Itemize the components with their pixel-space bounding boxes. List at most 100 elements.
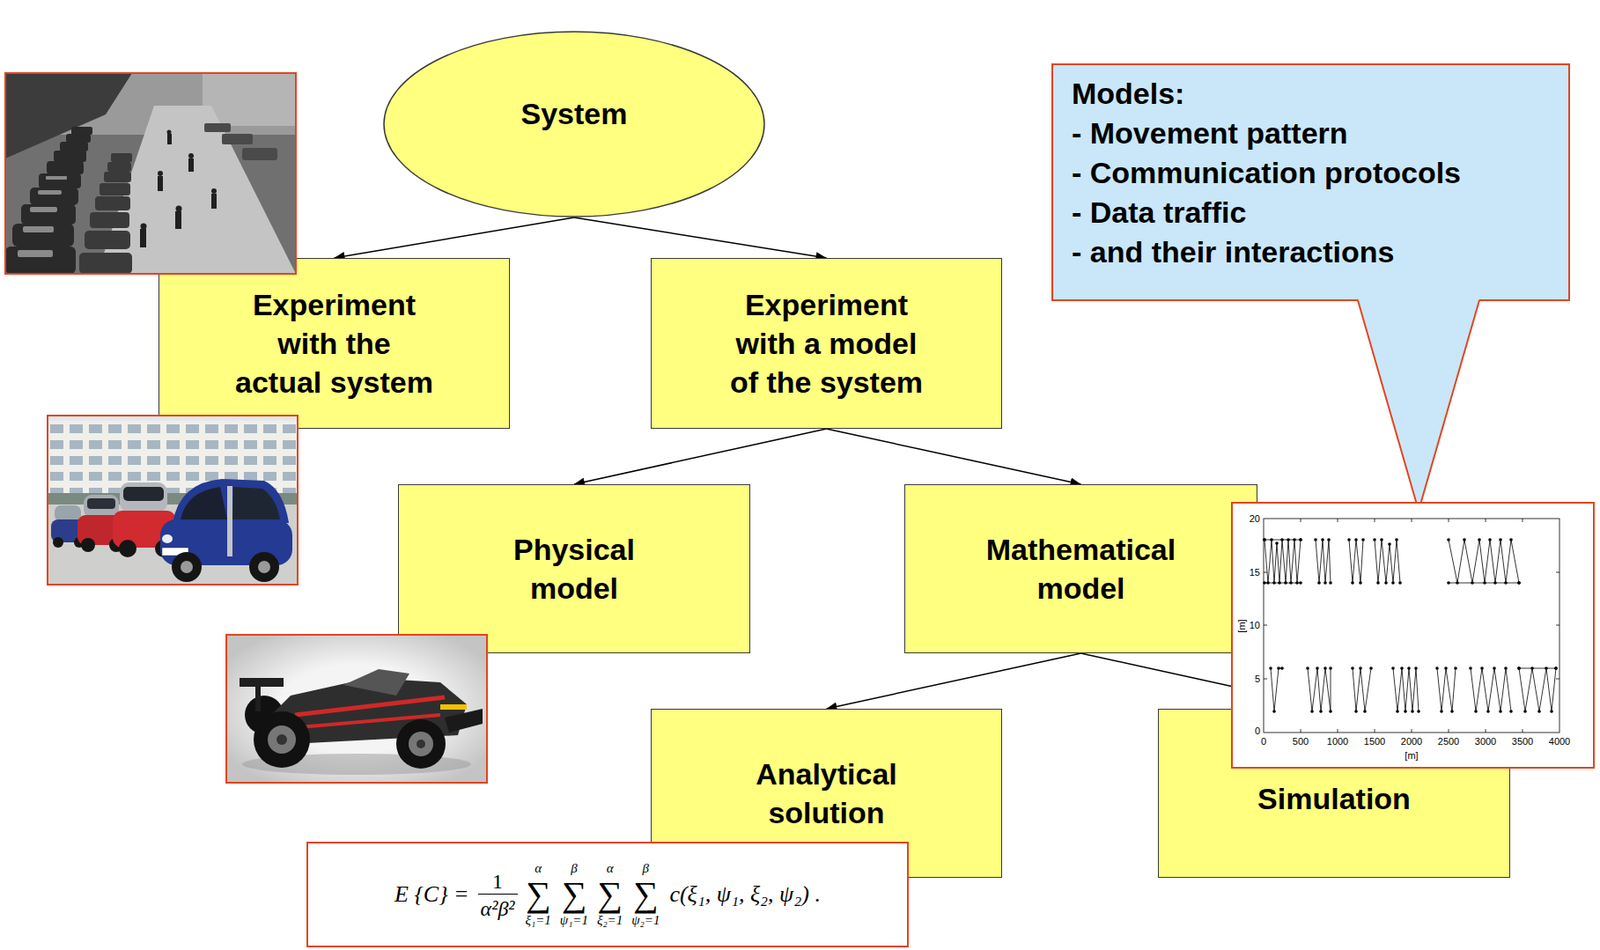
traffic-photo	[5, 73, 296, 135]
node-label: Mathematical model	[980, 530, 1183, 608]
axis-tick-label: 0	[1260, 736, 1267, 748]
connectivity-chart	[1263, 518, 1560, 733]
model-car-photo	[427, 692, 463, 728]
traffic-photo	[5, 73, 296, 274]
car-window	[37, 190, 62, 195]
car-window	[45, 176, 67, 180]
pedestrian	[140, 228, 147, 248]
parked-car	[29, 187, 79, 206]
axis-tick-label: 1500	[1364, 736, 1386, 748]
movement-trace	[1518, 668, 1556, 670]
smart-cars-photo	[47, 415, 298, 585]
axis-tick	[1263, 518, 1560, 733]
blue-car	[258, 560, 271, 574]
car-window	[22, 226, 54, 233]
formula-sum: α∑ξ₁=1	[525, 861, 552, 929]
distant-car	[204, 123, 231, 133]
blue-car	[52, 537, 64, 548]
blue-car	[162, 547, 189, 556]
node-label: Analytical solution	[725, 754, 929, 833]
parked-car	[38, 173, 82, 189]
red-car	[154, 539, 173, 558]
red-car	[109, 538, 124, 553]
blue-car	[51, 505, 87, 548]
process-box: Simulation	[1157, 708, 1511, 878]
parked-car	[79, 252, 133, 274]
model-car-photo	[244, 695, 284, 735]
model-car-photo	[294, 697, 445, 716]
parked-car	[59, 141, 89, 152]
process-box: Physical model	[398, 484, 751, 654]
movement-trace	[1518, 668, 1556, 712]
parked-car	[99, 183, 131, 196]
node-label: Experiment with a model of the system	[725, 285, 929, 402]
red-car	[77, 494, 126, 553]
pedestrian	[157, 170, 163, 177]
axis-tick-label: 1000	[1327, 736, 1349, 748]
smart-cars-photo	[47, 493, 298, 506]
axis-tick-label: 10	[1249, 619, 1261, 632]
distant-car	[204, 123, 278, 161]
parked-car	[5, 126, 93, 274]
model-car-photo	[255, 685, 261, 712]
car-window	[29, 206, 58, 213]
formula-part: c(ξ₁, ψ₁, ξ₂, ψ₂) .	[663, 881, 826, 908]
movement-trace	[1264, 539, 1301, 583]
connector-arrow	[826, 428, 1082, 485]
formula-fraction: 1α²β²	[478, 869, 518, 922]
pedestrian	[211, 193, 217, 209]
axis-tick-label: 3000	[1474, 736, 1497, 748]
model-car-photo	[226, 634, 487, 783]
process-box: Experiment with the actual system	[158, 258, 510, 429]
traffic-photo	[5, 73, 296, 274]
axis-tick-label: 2000	[1400, 736, 1423, 748]
pedestrian	[167, 130, 172, 135]
pedestrian	[211, 188, 217, 194]
node-text: - Communication protocols	[1071, 153, 1461, 193]
blue-car	[180, 486, 228, 520]
traffic-photo	[5, 73, 133, 159]
axis-tick-label: 4000	[1548, 736, 1571, 748]
traffic-photo	[5, 73, 296, 274]
model-car-photo	[253, 711, 310, 768]
car-window	[17, 176, 67, 258]
red-car	[87, 498, 116, 509]
node-label: Models:	[1071, 73, 1461, 114]
formula-box: E {C} =1α²β²α∑ξ₁=1β∑ψ₁=1α∑ξ₂=1β∑ψ₂=1c(ξ₁…	[306, 841, 909, 948]
formula-term: E {C} =	[394, 881, 470, 908]
axis-tick-label: 15	[1249, 567, 1261, 579]
model-car-photo	[444, 708, 483, 733]
pedestrian	[157, 176, 163, 192]
start-ellipse: System	[383, 30, 766, 218]
parked-car	[66, 133, 91, 143]
text-block: Experiment with the actual system	[233, 285, 436, 402]
blue-car	[172, 479, 289, 524]
node-label: Experiment with the actual system	[233, 285, 436, 402]
parked-car	[71, 126, 93, 135]
blue-car	[160, 519, 293, 566]
formula-term: c(ξ₁, ψ₁, ξ₂, ψ₂) .	[669, 881, 821, 908]
car-window	[17, 250, 53, 258]
text-block: System	[521, 94, 628, 133]
formula-term: α	[606, 861, 614, 877]
node-label: Simulation	[1257, 779, 1411, 819]
parked-car	[46, 161, 84, 175]
smart-cars-photo	[47, 420, 298, 501]
model-car-photo	[239, 678, 284, 687]
parked-car	[79, 153, 133, 274]
blue-car	[160, 479, 293, 583]
model-car-photo	[440, 704, 467, 710]
movement-trace	[1448, 539, 1519, 583]
model-car-photo	[264, 678, 467, 745]
connector-arrow	[1081, 653, 1335, 709]
traffic-photo	[202, 73, 296, 126]
traffic-photo	[96, 105, 296, 274]
model-car-photo	[416, 739, 426, 749]
distant-car	[242, 147, 278, 161]
parked-car	[21, 204, 76, 225]
formula-term: α	[534, 861, 542, 877]
model-car-photo	[408, 731, 434, 757]
movement-trace	[1393, 668, 1419, 712]
text-block: Mathematical model	[980, 530, 1183, 608]
red-car	[123, 486, 164, 502]
